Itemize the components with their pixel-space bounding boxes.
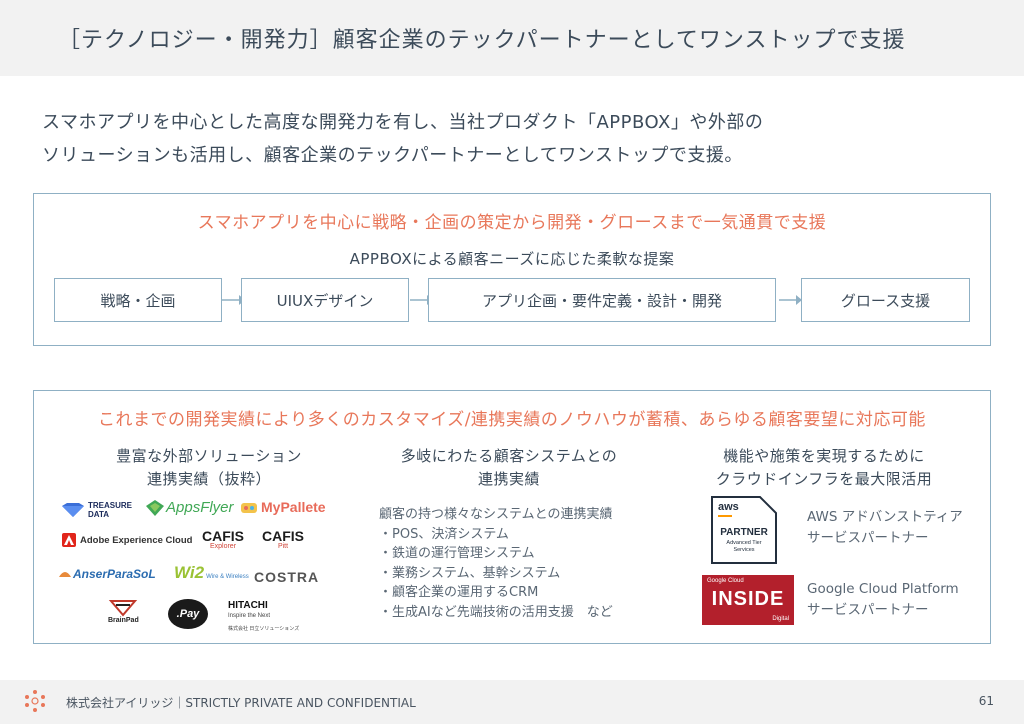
hitachi-sub2: 株式会社 日立ソリューションズ <box>228 626 300 632</box>
list-item: ・生成AIなど先端技術の活用支援 など <box>379 604 613 620</box>
page-number: 61 <box>978 694 994 708</box>
results-heading: これまでの開発実績により多くのカスタマイズ/連携実績のノウハウが蓄積、あらゆる顧… <box>98 410 926 430</box>
header-bar: ［テクノロジー・開発力］顧客企業のテックパートナーとしてワンストップで支援 <box>0 0 1024 76</box>
aws-badge-sub1: Advanced Tier <box>726 540 762 546</box>
wi2-logo: Wi2 Wire & Wireless <box>174 563 249 583</box>
page-title: ［テクノロジー・開発力］顧客企業のテックパートナーとしてワンストップで支援 <box>58 28 906 53</box>
wi2-text: Wi2 <box>174 563 205 582</box>
col1-title: 豊富な外部ソリューション 連携実績（抜粋） <box>74 445 344 491</box>
footer-confidential-text: 株式会社アイリッジ｜STRICTLY PRIVATE AND CONFIDENT… <box>66 696 416 710</box>
step-strategy: 戦略・企画 <box>54 278 222 322</box>
wi2-sub: Wire & Wireless <box>206 574 249 580</box>
aws-badge-sub2: Services <box>733 547 755 553</box>
anserparasol-logo: AnserParaSoL <box>58 567 156 581</box>
mypallete-text: MyPallete <box>261 499 326 515</box>
treasure-data-line1: TREASURE <box>88 501 133 510</box>
dotpay-logo: .Pay <box>168 599 208 629</box>
list-item: ・顧客企業の運用するCRM <box>379 585 539 600</box>
aws-badge-main: PARTNER <box>720 527 768 538</box>
col3-title-line1: 機能や施策を実現するために <box>723 447 925 465</box>
adobe-experience-cloud-logo: Adobe Experience Cloud <box>62 533 192 547</box>
strategy-subheading: APPBOXによる顧客ニーズに応じた柔軟な提案 <box>349 250 675 268</box>
gcp-partner-line2: サービスパートナー <box>807 602 929 618</box>
aws-partner-text: AWS アドバンストティア サービスパートナー <box>807 507 963 549</box>
col2-title-line1: 多岐にわたる顧客システムとの <box>400 447 618 465</box>
brainpad-logo: BrainPad <box>108 599 139 624</box>
cafis-explorer-sub: Explorer <box>209 543 237 550</box>
adobe-icon <box>62 533 76 547</box>
col1-title-line1: 豊富な外部ソリューション <box>116 447 302 465</box>
footer-bar: 株式会社アイリッジ｜STRICTLY PRIVATE AND CONFIDENT… <box>0 680 1024 724</box>
col2-title: 多岐にわたる顧客システムとの 連携実績 <box>364 445 654 491</box>
lead-paragraph: スマホアプリを中心とした高度な開発力を有し、当社プロダクト「APPBOX」や外部… <box>42 106 763 172</box>
results-section: これまでの開発実績により多くのカスタマイズ/連携実績のノウハウが蓄積、あらゆる顧… <box>33 390 991 644</box>
brainpad-mark-icon <box>109 600 138 617</box>
dotpay-text: .Pay <box>176 608 200 620</box>
cafis-pitt-sub: Pitt <box>277 543 289 550</box>
col2-title-line2: 連携実績 <box>477 470 540 488</box>
col3-title-line2: クラウドインフラを最大限活用 <box>715 470 933 488</box>
hitachi-sub: Inspire the Next <box>228 613 271 619</box>
appsflyer-logo: AppsFlyer <box>146 499 234 516</box>
gcp-partner-text: Google Cloud Platform サービスパートナー <box>807 579 959 621</box>
arrow-right-icon <box>779 295 802 305</box>
list-item: ・業務システム、基幹システム <box>379 565 561 581</box>
google-cloud-inside-badge: Google Cloud INSIDE Digital <box>702 575 794 625</box>
hitachi-text: HITACHI <box>228 600 268 611</box>
appsflyer-text: AppsFlyer <box>166 499 234 516</box>
adobe-text: Adobe Experience Cloud <box>80 534 193 546</box>
treasure-data-logo: TREASURE DATA <box>62 501 132 519</box>
anserparasol-text: AnserParaSoL <box>73 567 156 581</box>
aws-partner-line2: サービスパートナー <box>807 530 929 546</box>
hitachi-logo: HITACHI Inspire the Next 株式会社 日立ソリューションズ <box>228 601 299 634</box>
badge-shape-icon <box>711 496 777 564</box>
aws-partner-badge: aws PARTNER Advanced Tier Services <box>710 495 778 565</box>
lead-line-1: スマホアプリを中心とした高度な開発力を有し、当社プロダクト「APPBOX」や外部… <box>42 112 764 133</box>
gcp-badge-top: Google Cloud <box>707 578 744 584</box>
step-uiux-design: UIUXデザイン <box>241 278 409 322</box>
strategy-section: スマホアプリを中心に戦略・企画の策定から開発・グロースまで一気通貫で支援 APP… <box>33 193 991 346</box>
cafis-pitt-logo: CAFIS Pitt <box>262 529 304 551</box>
mypallete-logo: MyPallete <box>240 499 326 515</box>
palette-icon <box>241 503 257 513</box>
diamond-icon <box>62 503 84 517</box>
list-item: ・POS、決済システム <box>379 526 509 542</box>
cafis-explorer-logo: CAFIS Explorer <box>202 529 244 551</box>
col3-title: 機能や施策を実現するために クラウドインフラを最大限活用 <box>674 445 974 491</box>
company-logo-icon <box>25 690 45 712</box>
step-growth-support: グロース支援 <box>801 278 970 322</box>
cafis-explorer-text: CAFIS <box>202 528 244 544</box>
list-item: 顧客の持つ様々なシステムとの連携実績 <box>379 507 613 522</box>
col1-title-line2: 連携実績（抜粋） <box>146 470 271 488</box>
parasol-icon <box>59 572 71 577</box>
list-item: ・鉄道の運行管理システム <box>379 546 535 561</box>
costra-logo: COSTRA <box>254 569 320 585</box>
aws-badge-top: aws <box>718 501 739 513</box>
step-development: アプリ企画・要件定義・設計・開発 <box>428 278 776 322</box>
cafis-pitt-text: CAFIS <box>262 528 304 544</box>
appsflyer-mark-icon <box>146 499 164 516</box>
strategy-heading: スマホアプリを中心に戦略・企画の策定から開発・グロースまで一気通貫で支援 <box>197 213 827 233</box>
treasure-data-line2: DATA <box>88 510 110 519</box>
gcp-badge-sub: Digital <box>772 616 789 622</box>
brainpad-text: BrainPad <box>108 617 139 624</box>
integration-list: 顧客の持つ様々なシステムとの連携実績 ・POS、決済システム ・鉄道の運行管理シ… <box>379 505 613 622</box>
gcp-partner-line1: Google Cloud Platform <box>807 581 959 597</box>
aws-smile-icon <box>718 515 732 517</box>
lead-line-2: ソリューションも活用し、顧客企業のテックパートナーとしてワンストップで支援。 <box>42 145 743 166</box>
aws-partner-line1: AWS アドバンストティア <box>807 509 963 525</box>
gcp-badge-main: INSIDE <box>711 588 785 610</box>
